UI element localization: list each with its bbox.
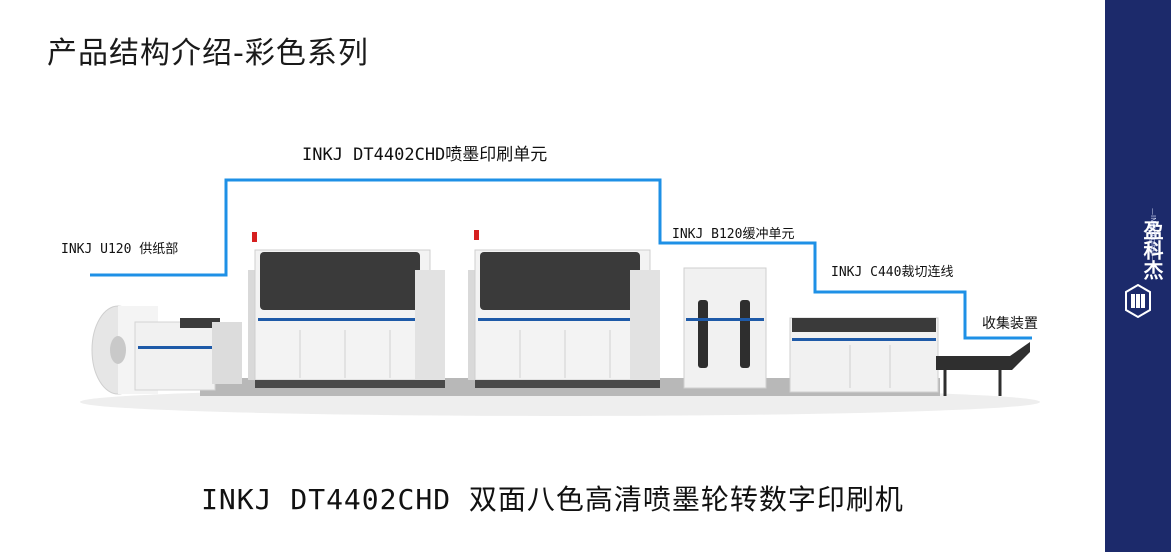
brand-logo-text: 盈科杰: [1140, 220, 1164, 280]
label-feeder: INKJ U120 供纸部: [61, 242, 179, 257]
brand-logo-subtitle: —INKJ Digital—: [1149, 208, 1157, 261]
collector-unit: [936, 342, 1030, 396]
cutter-unit: [789, 317, 939, 393]
label-buffer: INKJ B120缓冲单元: [672, 227, 795, 242]
feeder-unit: [134, 318, 242, 391]
page-title: 产品结构介绍-彩色系列: [47, 36, 369, 71]
print-unit-2: [468, 230, 660, 388]
leader-lines: [90, 178, 1032, 340]
print-unit-1: [248, 232, 445, 388]
brand-sidebar: 盈科杰 —INKJ Digital—: [1105, 0, 1171, 552]
label-print-unit: INKJ DT4402CHD喷墨印刷单元: [302, 145, 548, 165]
product-illustration: [80, 178, 1040, 416]
label-cutter: INKJ C440裁切连线: [831, 265, 954, 280]
label-collector: 收集装置: [982, 316, 1038, 332]
brand-logo-icon: [1125, 284, 1151, 318]
buffer-unit: [683, 267, 767, 389]
product-caption: INKJ DT4402CHD 双面八色高清喷墨轮转数字印刷机: [201, 483, 904, 516]
leader-line-feeder: [90, 178, 1032, 340]
